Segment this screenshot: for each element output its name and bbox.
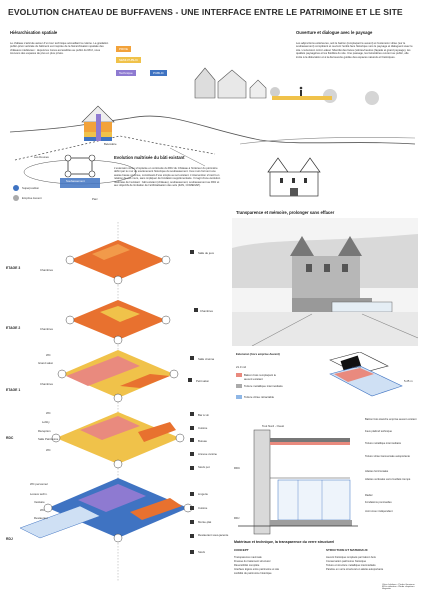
- section-label: Radier: [365, 494, 373, 497]
- legend-superposition: Superposition: [22, 186, 40, 190]
- extension-title: Extension (hors emprise Auvent): [236, 352, 280, 356]
- extension-swatch-vitree: [236, 395, 242, 399]
- section-label: Ailettes verticales verre feuilleté trem…: [365, 478, 411, 481]
- room-label: Salle de jeux: [198, 251, 215, 255]
- label-parc: Parc: [92, 197, 98, 201]
- floor-label-etage3: ETAGE 3: [6, 266, 21, 270]
- room-label: WC: [46, 353, 51, 357]
- room-label: Lobby: [42, 420, 50, 424]
- extension-dim: 5.25 m: [404, 379, 413, 383]
- concept-title: CONCEPT: [234, 548, 249, 552]
- room-label: WC personnel: [30, 482, 48, 486]
- landscape-text: Les adjonctions extérieures, soit le bal…: [296, 42, 413, 59]
- legend-emprise-swatch: [13, 195, 19, 201]
- badge-semi-public: SEMI-PUBLIC: [116, 57, 142, 63]
- floor-label-etage1: ETAGE 1: [6, 388, 21, 392]
- hierarchy-text: Le château s'articule autour d'un tour t…: [10, 42, 109, 56]
- floor-label-etage2: ETAGE 2: [6, 326, 21, 330]
- materials-heading: Matériaux et technique, la transparence …: [234, 540, 335, 544]
- section-label: Joint creux indépendant: [365, 510, 393, 513]
- floor-label-rdj: RDJ: [6, 537, 13, 541]
- landscape-heading: Ouverture et dialogue avec le paysage: [296, 30, 373, 35]
- section-rdj: RDJ: [234, 516, 240, 520]
- room-label: Grand salon: [38, 361, 54, 365]
- structure-item: Parefeu en verre structurel en ailette a…: [326, 568, 384, 571]
- castle-facade-sketch: [267, 157, 321, 197]
- section-label: Balcon bois étanche emprise auvent exist…: [365, 418, 417, 421]
- section-rdc: RDC: [234, 466, 241, 470]
- extension-swatch-balcon: [236, 373, 242, 377]
- room-label: Réception: [38, 429, 51, 433]
- page-title: EVOLUTION CHATEAU DE BUFFAVENS - UNE INT…: [8, 7, 403, 17]
- evolution-heading: Evolution maîtrisée du bâti existant: [114, 155, 185, 160]
- extension-item: Toiture vitrée rétractable: [244, 395, 275, 399]
- room-label: WC: [46, 411, 51, 415]
- section-label: Toiture métallique intermédiaire: [365, 442, 402, 445]
- castle-section-icon: [81, 105, 115, 141]
- site-illustration: [9, 67, 416, 188]
- room-label: WC: [40, 508, 45, 512]
- credits: Olivia Lefebvre - Ptolea Gauvieux MCsi r…: [382, 584, 415, 590]
- label-belvedere: Belvédère: [104, 142, 117, 146]
- room-label: WC: [46, 448, 51, 452]
- room-label: Monte-plat: [198, 520, 212, 524]
- room-label: Salle Patrimoine: [38, 437, 59, 441]
- room-label: Vestiaire: [34, 500, 45, 504]
- extension-item: Balcon bois remplaçant le auvent existan…: [244, 373, 277, 381]
- room-label: Stock pot: [198, 465, 210, 469]
- room-label: Lingerie: [198, 492, 208, 496]
- section-header: Tout Nord - Ouest: [262, 424, 285, 428]
- castle-render: [232, 218, 418, 346]
- badge-prive: PRIVE: [116, 46, 132, 52]
- room-label: Salle cinéma: [198, 357, 215, 361]
- room-label: Cuisine: [198, 506, 208, 510]
- room-label: Chambres: [40, 382, 53, 386]
- concept-item: Transparence maximale: [234, 556, 262, 559]
- room-label: Restaurant: [34, 516, 48, 520]
- concept-item: Lisibilité du patrimoine historique: [234, 572, 272, 575]
- concept-item: Finesse du traitement structurel: [234, 560, 271, 563]
- concept-item: Interface légère entre patrimoine et sit…: [234, 568, 280, 571]
- room-label: Restaurant sous-jacente: [198, 533, 229, 537]
- extension-area: 21.0 m2: [236, 365, 247, 369]
- section-label: Toiture vitrée transversale autoportante: [365, 455, 410, 458]
- room-label: Chambres: [200, 309, 213, 313]
- room-label: Chambres: [40, 268, 53, 272]
- structure-title: STRUCTURE ET MATERIAUX: [326, 548, 368, 552]
- room-label: Annexe cuisine: [198, 452, 217, 456]
- room-label: Cuisine: [198, 426, 208, 430]
- concept-item: Réversibilité complète: [234, 564, 260, 567]
- section-label: Faux plafond technique: [365, 430, 392, 433]
- floor-label-rdc: RDC: [6, 436, 14, 440]
- extension-item: Toiture métallique intermédiaire: [244, 384, 283, 388]
- room-label: Bar à vin: [198, 413, 210, 417]
- badge-public: PUBLIC: [150, 70, 167, 76]
- section-label: Fondations ponctuelles: [365, 501, 392, 504]
- room-label: Stock: [198, 550, 205, 554]
- extension-dim: 4.00 m: [352, 365, 361, 369]
- label-douves: Les Douves: [34, 155, 49, 159]
- extension-swatch-toiture: [236, 384, 242, 388]
- badge-technique: Technique: [116, 70, 136, 76]
- site-plan-castle: [64, 154, 96, 178]
- section-label: Ailettes horizontales: [365, 470, 389, 473]
- exploded-axonometric: [19, 222, 198, 581]
- room-label: Petit salon: [196, 379, 210, 383]
- structure-item: Auvent historique remplacé par balcon bo…: [326, 556, 376, 559]
- hierarchy-heading: Hiérarchisation spatiale: [10, 30, 58, 35]
- room-label: Chambres: [40, 327, 53, 331]
- room-label: Bureau: [198, 439, 208, 443]
- room-label: Locaux techn.: [30, 492, 48, 496]
- label-soubassement: Soubassement: [66, 179, 85, 183]
- legend-superposition-swatch: [13, 185, 19, 191]
- evolution-text: L'extension vitrée s'implante en continu…: [114, 167, 221, 188]
- transparency-heading: Transparence et mémoire, prolonger sans …: [236, 210, 335, 215]
- structure-item: Conservation patrimoine historique: [326, 560, 367, 563]
- structure-item: Toiture et structure métallique interméd…: [326, 564, 376, 567]
- section-detail-drawing: [238, 429, 358, 535]
- extension-plan: [329, 352, 403, 397]
- legend-emprise: Emprise Auvent: [22, 196, 42, 200]
